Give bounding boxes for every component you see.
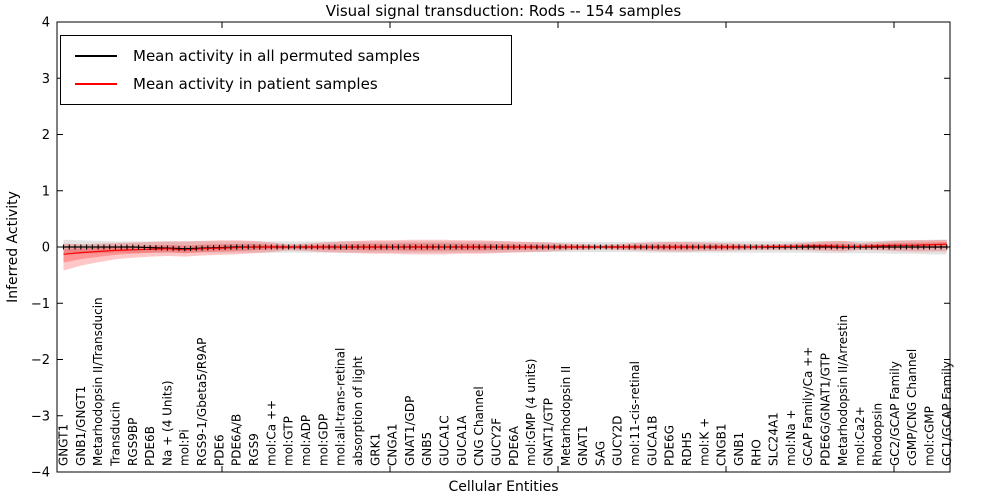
x-tick-label: Metarhodopsin II: [559, 366, 573, 466]
legend-label-permuted: Mean activity in all permuted samples: [133, 47, 420, 65]
y-tick-labels: 4 3 2 1 0 −1 −2 −3 −4: [31, 16, 50, 481]
permuted-line-swatch: [75, 55, 117, 57]
axes-frame: [56, 21, 951, 473]
x-tick-label: PDE6A/B: [230, 414, 244, 466]
mean-lines: [63, 243, 947, 255]
x-tick-label: GNAT1/GTP: [541, 398, 555, 466]
patient-line-swatch: [75, 83, 117, 85]
x-tick-label: CNGB1: [715, 423, 729, 466]
x-tick-label: RGS9-1/Gbeta5/R9AP: [195, 338, 209, 466]
x-tick-label: CNG Channel: [472, 386, 486, 466]
x-tick-label: PDE6G: [663, 425, 677, 466]
x-tick-label: GC1/GCAP Family: [940, 361, 954, 466]
legend-item-permuted: Mean activity in all permuted samples: [75, 42, 511, 70]
x-tick-label: RHO: [749, 439, 763, 466]
y-tick-label: −4: [31, 466, 50, 481]
y-tick-label: −2: [31, 353, 50, 368]
x-tick-label: mol:GTP: [282, 416, 296, 466]
y-tick-label: 3: [42, 72, 50, 87]
x-tick-label: GUCY2F: [489, 418, 503, 466]
x-tick-label: absorption of light: [351, 356, 365, 466]
x-tick-label: GRK1: [368, 433, 382, 466]
x-tick-label: CNGA1: [386, 424, 400, 467]
x-tick-label: mol:Pi: [178, 429, 192, 466]
x-tick-label: mol:Na +: [784, 409, 798, 466]
y-tick-label: −1: [31, 297, 50, 312]
x-tick-label: Rhodopsin: [871, 403, 885, 466]
x-tick-label: PDE6B: [143, 426, 157, 466]
x-tick-label: mol:ADP: [299, 415, 313, 466]
x-tick-label: SAG: [593, 441, 607, 466]
x-tick-label: Na + (4 Units): [160, 380, 174, 466]
x-tick-label: Metarhodopsin II/Transducin: [91, 297, 105, 466]
mean-line-patient: [63, 243, 947, 255]
x-tick-label: mol:GDP: [316, 414, 330, 466]
legend-label-patient: Mean activity in patient samples: [133, 75, 378, 93]
sample-point-markers: [62, 244, 948, 252]
x-tick-label: RDH5: [680, 432, 694, 466]
x-tick-label: mol:cGMP: [922, 406, 936, 466]
legend: Mean activity in all permuted samples Me…: [60, 35, 512, 105]
x-tick-label: GNB1: [732, 432, 746, 466]
x-tick-label: mol:Ca ++: [264, 400, 278, 466]
confidence-bands: [63, 239, 947, 271]
x-tick-label: mol:Ca2+: [853, 406, 867, 466]
x-tick-label: GNAT1/GDP: [403, 396, 417, 466]
y-tick-label: 2: [42, 128, 50, 143]
x-tick-label: Transducin: [108, 402, 122, 467]
x-tick-label: GCAP Family/Ca ++: [801, 347, 815, 466]
y-tick-label: 4: [42, 16, 50, 31]
x-axis-label: Cellular Entities: [448, 479, 559, 495]
y-tick-label: 1: [42, 184, 50, 199]
x-tick-label: PDE6: [212, 434, 226, 466]
x-tick-label: GUCY2D: [611, 416, 625, 466]
y-tick-label: −3: [31, 409, 50, 424]
x-tick-label: GC2/GCAP Family: [888, 361, 902, 466]
x-tick-label: GUCA1A: [455, 415, 469, 466]
x-tick-label: mol:K +: [697, 418, 711, 466]
x-tick-label: SLC24A1: [767, 412, 781, 466]
x-tick-label: cGMP/CNG Channel: [905, 349, 919, 466]
x-tick-label: GNGT1: [57, 424, 71, 466]
x-tick-label: PDE6A: [507, 425, 521, 466]
x-tick-label: PDE6G/GNAT1/GTP: [819, 353, 833, 466]
x-tick-label: Metarhodopsin II/Arrestin: [836, 315, 850, 466]
y-tick-label: 0: [42, 241, 50, 256]
chart-title: Visual signal transduction: Rods -- 154 …: [325, 2, 682, 20]
y-axis-label: Inferred Activity: [5, 191, 21, 303]
x-tick-label: GUCA1C: [438, 415, 452, 466]
x-tick-label: GNAT1: [576, 425, 590, 466]
x-tick-label: GUCA1B: [645, 415, 659, 466]
x-tick-label: mol:GMP (4 units): [524, 359, 538, 466]
x-tick-label: RGS9: [247, 433, 261, 466]
x-tick-label: mol:all-trans-retinal: [334, 348, 348, 466]
x-tick-label: mol:11-cis-retinal: [628, 361, 642, 466]
legend-item-patient: Mean activity in patient samples: [75, 70, 511, 98]
x-tick-label: GNB1/GNGT1: [74, 386, 88, 466]
x-tick-label: GNB5: [420, 432, 434, 466]
x-tick-label: RGS9BP: [126, 418, 140, 466]
